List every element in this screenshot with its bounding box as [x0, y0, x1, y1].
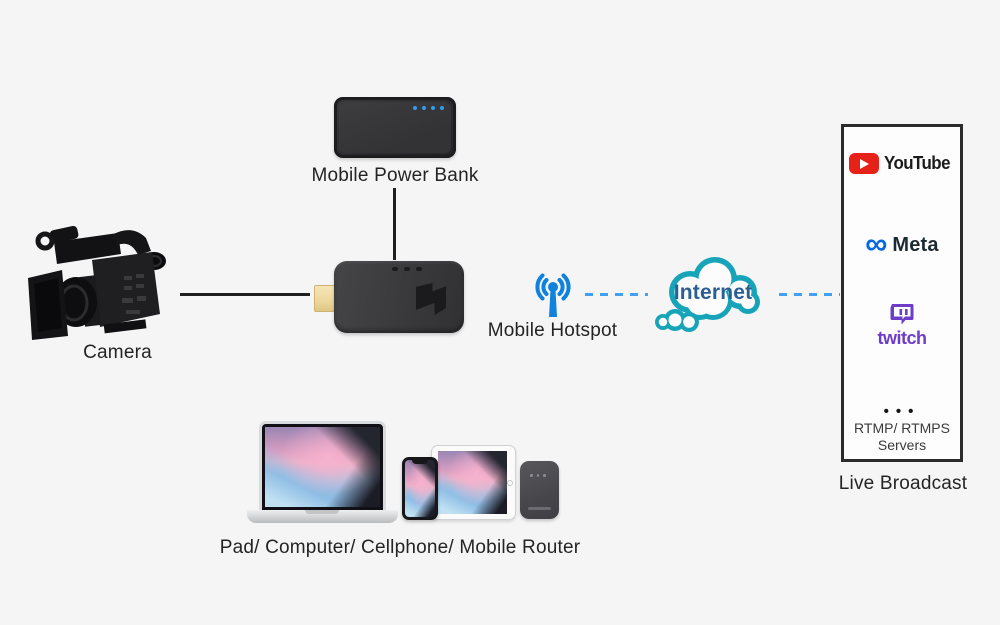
connector-powerbank-to-encoder — [393, 188, 396, 260]
internet-label: Internet — [673, 281, 753, 304]
twitch-logo: twitch — [844, 303, 960, 349]
router-led-indicators — [530, 474, 546, 477]
encoder-dongle-illustration — [312, 258, 464, 338]
power-bank-panel — [339, 102, 451, 153]
rtmp-servers-line2: Servers — [877, 437, 927, 453]
camera-illustration — [28, 225, 166, 340]
meta-infinity-icon: ∞ — [865, 225, 888, 261]
youtube-wordmark: YouTube — [884, 153, 951, 173]
youtube-play-icon — [849, 153, 880, 174]
tablet-illustration — [431, 445, 516, 520]
twitch-glyph-icon — [890, 304, 914, 325]
mobile-router-illustration — [520, 461, 559, 519]
dashed-link-internet-to-broadcast — [779, 293, 840, 296]
live-broadcast-label: Live Broadcast — [838, 473, 968, 494]
youtube-logo: YouTube — [844, 153, 960, 174]
broadcast-panel: YouTube ∞ Meta twitch ••• RTMP/ RTMPS Se… — [841, 124, 963, 462]
rtmp-servers-line1: RTMP/ RTMPS — [854, 420, 950, 436]
power-bank-led-indicators — [413, 106, 444, 110]
laptop-screen-image — [265, 427, 380, 507]
phone-illustration — [402, 457, 438, 520]
dashed-link-hotspot-to-internet — [585, 293, 648, 296]
laptop-illustration — [259, 421, 386, 510]
tablet-screen-image — [438, 451, 507, 514]
hotspot-icon — [535, 273, 571, 317]
more-services-ellipsis: ••• — [883, 403, 921, 420]
encoder-dongle-body — [334, 261, 464, 333]
meta-logo: ∞ Meta — [844, 225, 960, 261]
phone-screen-image — [405, 460, 435, 517]
power-bank-label: Mobile Power Bank — [311, 165, 479, 186]
meta-wordmark: Meta — [892, 234, 939, 256]
twitch-wordmark: twitch — [877, 328, 928, 348]
encoder-logo-icon — [416, 283, 446, 315]
hotspot-label: Mobile Hotspot — [487, 320, 618, 341]
internet-cloud-icon — [655, 257, 760, 332]
camera-label: Camera — [83, 342, 152, 363]
power-bank-illustration — [334, 97, 456, 158]
connector-camera-to-encoder — [180, 293, 310, 296]
encoder-dongle-vents — [392, 267, 398, 271]
laptop-base — [247, 510, 398, 523]
router-brand-mark — [528, 507, 551, 510]
devices-label: Pad/ Computer/ Cellphone/ Mobile Router — [219, 537, 581, 558]
